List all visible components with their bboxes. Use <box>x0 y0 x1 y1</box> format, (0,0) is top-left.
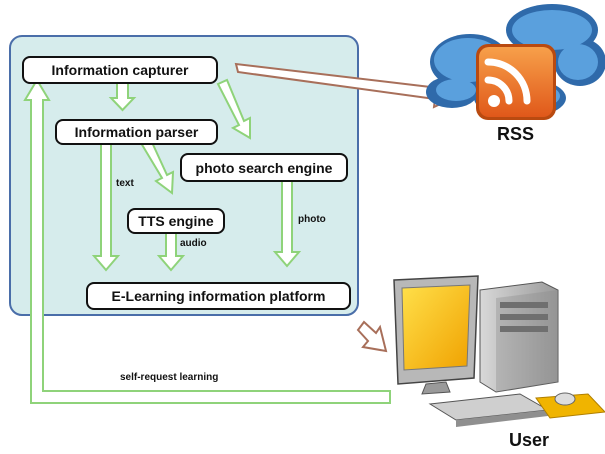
arrow-photo-search-to-platform <box>272 179 302 268</box>
arrow-capturer-to-parser <box>108 81 137 112</box>
information-capturer-node: Information capturer <box>22 56 218 84</box>
information-parser-node: Information parser <box>55 119 218 145</box>
rss-icon <box>476 44 556 120</box>
rss-label: RSS <box>497 124 535 144</box>
edge-label-self-request: self-request learning <box>120 372 219 383</box>
photo-search-engine-node: photo search engine <box>180 153 348 182</box>
computer-icon <box>393 275 605 427</box>
arrow-parser-to-platform <box>91 141 121 272</box>
user-label: User <box>509 430 550 450</box>
arrow-tts-to-platform <box>156 231 186 272</box>
tts-engine-node: TTS engine <box>127 208 225 234</box>
arrow-platform-to-user <box>356 320 388 353</box>
edge-label-photo: photo <box>298 214 326 225</box>
edge-label-text: text <box>116 178 134 189</box>
arrow-capturer-to-photo-search <box>216 78 251 140</box>
edge-label-audio: audio <box>180 238 207 249</box>
arrow-self-request-learning <box>23 78 391 404</box>
e-learning-platform-node: E-Learning information platform <box>86 282 351 310</box>
